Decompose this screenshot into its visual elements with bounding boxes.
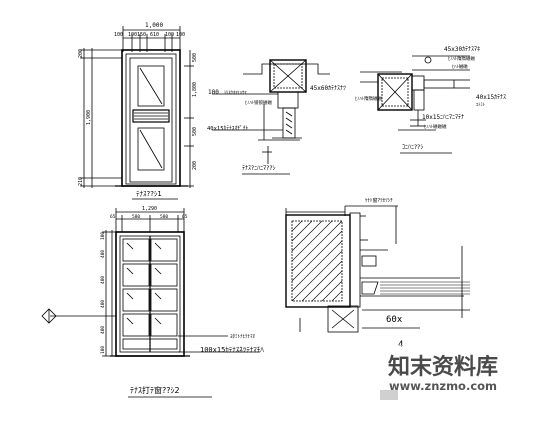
section2-top-note2: ﾋﾊﾄ磁磁 (452, 63, 468, 70)
section-detail-2 (360, 55, 470, 131)
door1-top-dim: 100 (128, 32, 137, 38)
door2-bottom-note: 100x15ｶﾃﾅｽﾈﾂﾃﾅﾏﾁﾊ (200, 346, 264, 354)
door2-caption: ﾃﾅｽ打ﾃ窗??ｼ2 (130, 385, 180, 395)
door1-right-dim: 1,800 (192, 82, 198, 97)
section-detail-1 (212, 59, 330, 164)
door1-top-dim: 150 (137, 32, 146, 38)
door1-side-dim: 1,900 (86, 110, 92, 125)
door1-top-dim: 100 (176, 32, 185, 38)
door2-side-dim: 100 (100, 232, 106, 240)
section2-left-note: ﾋﾉﾊﾄ隋隋磁磁 (355, 95, 382, 102)
section1-frame-note: ｼﾘﾈｸﾎﾏﾋﾊｳﾏ (224, 90, 247, 96)
section-1-labels: 100 ｼﾘﾈｸﾎﾏﾋﾊｳﾏ ﾋﾉﾊﾄ锁锁磁磁 40x15ｶﾃﾅｽｵﾁﾟﾁﾄ ﾃ… (207, 89, 276, 172)
section2-top-note: ﾋﾉﾊﾄ隋隋磁磁 (448, 55, 475, 62)
door1-side-dim: 200 (78, 49, 84, 58)
door-elevation-1-dimensions: 1,000 100 100 150 610 100 100 200 1,900 … (78, 22, 198, 186)
door1-right-dim: 200 (192, 161, 198, 170)
section-detail-3 (285, 205, 470, 333)
door1-width-dim: 1,000 (145, 22, 163, 29)
door1-right-dim: 500 (192, 127, 198, 136)
section1-frame-dim: 100 (208, 89, 219, 96)
section2-caption: ｺﾆﾊﾆ??ｼ (402, 144, 423, 151)
door2-side-dim: 400 (100, 300, 106, 308)
door1-side-dim: 210 (78, 177, 84, 186)
door1-top-dim: 100 (165, 32, 174, 38)
door2-width-dim: 1,290 (142, 206, 157, 212)
section1-caption: ﾃﾅｽ?ﾆﾊﾆﾏ??ｼ (242, 165, 276, 172)
door2-side-dim: 100 (100, 346, 106, 354)
door1-top-dim: 610 (150, 32, 159, 38)
door2-top-dim: 580 (132, 214, 140, 220)
door1-caption: ﾃﾅｽ??ｼ1 (136, 190, 162, 198)
door1-top-dim: 100 (114, 32, 123, 38)
watermark: 知末资料库 www.znzmo.com (370, 345, 560, 400)
door2-top-dim: 65 (110, 214, 116, 220)
section3-top-note: ｹﾅﾄ窗?ﾃｾﾂｼﾁ (365, 197, 393, 204)
door2-side-dim: 400 (100, 250, 106, 258)
section1-middle-note: ﾋﾉﾊﾄ锁锁磁磁 (245, 99, 272, 106)
door2-top-dim: 65 (182, 214, 188, 220)
section2-bottom-dim: 10x15ﾆﾊﾆﾏﾆﾏﾃﾅ (422, 114, 464, 121)
watermark-title: 知末资料库 (388, 354, 498, 380)
section-3-labels: ｹﾅﾄ窗?ﾃｾﾂｼﾁ 60x 4 (365, 197, 403, 350)
door2-side-dim: 400 (100, 276, 106, 284)
door-elevation-2 (41, 208, 260, 357)
section1-bottom-note: 40x15ｶﾃﾅｽｵﾁﾟﾁﾄ (207, 125, 249, 132)
watermark-logo-icon (380, 390, 398, 400)
door2-top-dim: 580 (160, 214, 168, 220)
section2-right-dim: 40x15ｶﾃﾅｽ (476, 94, 506, 101)
section2-top-dim: 45x30ｶﾃﾅｽﾏﾈ (444, 46, 480, 53)
door-elevation-2-dimensions: 1,290 65 580 580 65 100 400 400 400 400 … (100, 206, 264, 395)
section2-bottom-note: ﾋﾉﾊﾄ磁磁磁 (424, 123, 447, 130)
door-elevation-1 (80, 26, 194, 188)
section3-right-dim: 60x (386, 315, 403, 325)
section-2-labels: 45x30ｶﾃﾅｽﾏﾈ ﾋﾉﾊﾄ隋隋磁磁 ﾋﾊﾄ磁磁 45x60ｶﾃﾅｽﾅﾂ ﾋ… (310, 46, 506, 151)
section2-right-note: ｴﾄﾐﾄ (476, 102, 485, 108)
door1-right-dim: 500 (192, 53, 198, 62)
watermark-url: www.znzmo.com (389, 379, 497, 393)
section2-left-dim: 45x60ｶﾃﾅｽﾅﾂ (310, 85, 346, 92)
door2-right-note: ﾖﾀﾐﾄﾅﾋﾃﾅﾏﾇ (230, 334, 256, 340)
door2-side-dim: 400 (100, 326, 106, 334)
